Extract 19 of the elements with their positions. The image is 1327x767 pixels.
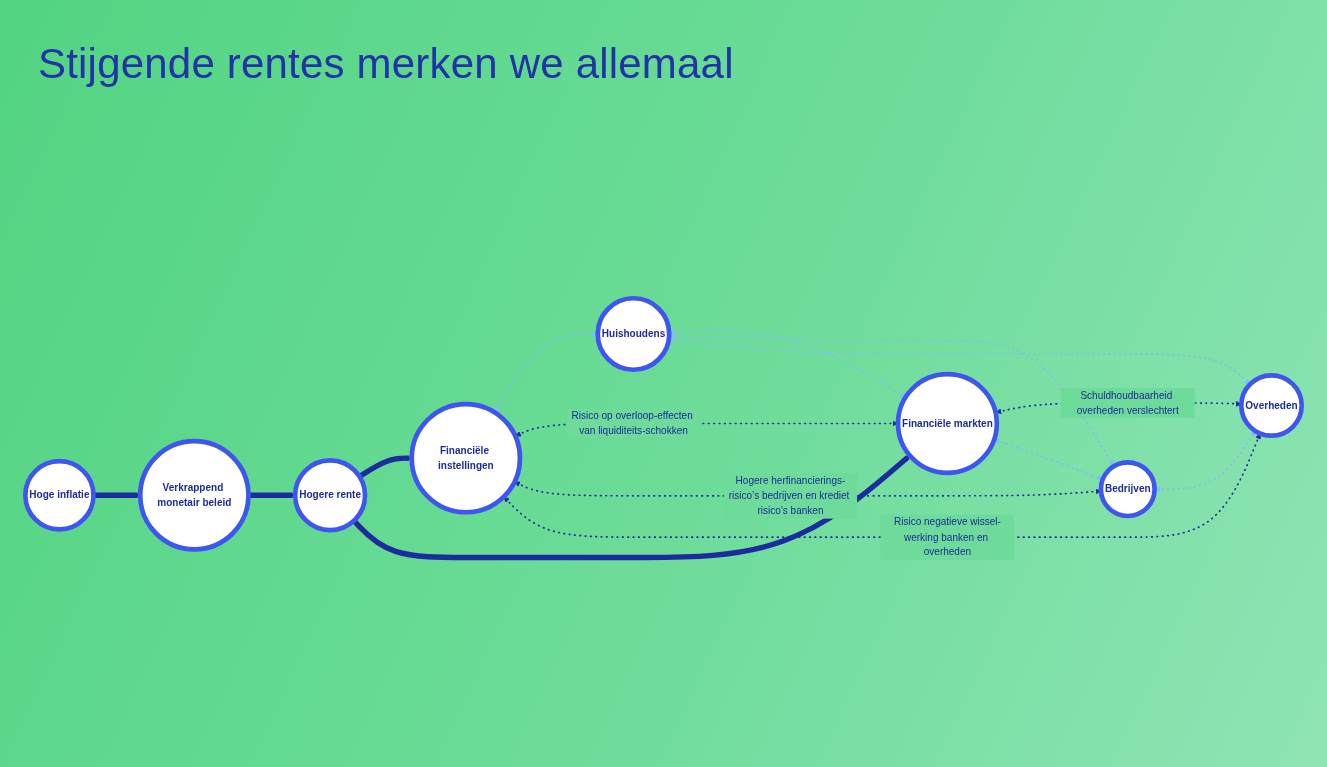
edge-label: Schuldhoudbaarheid overheden verslechtert: [1076, 389, 1179, 416]
node-circle: Financiële instellingen: [409, 401, 523, 515]
arrow: [994, 438, 1103, 481]
arrow: [248, 492, 296, 499]
arrow: [93, 492, 141, 499]
node-circle: Hogere rente: [292, 458, 368, 533]
title: Stijgende rentes merken we allemaal: [38, 40, 734, 88]
node-circle: Hoge inflatie: [23, 458, 96, 532]
arrow: [358, 455, 412, 479]
node-circle: Bedrijven: [1098, 459, 1157, 519]
node-circle: Verkrappend monetair beleid: [137, 438, 251, 552]
edge-label: Hogere herfinancierings-risico’s bedrijven en krediet risico’s banken: [728, 474, 850, 517]
arrow: [352, 455, 911, 561]
edge-label: Risico op overloop-effecten van liquiditeits-schokken: [571, 409, 693, 437]
node-circle: Huishoudens: [595, 295, 672, 373]
node-circle: Overheden: [1238, 373, 1304, 439]
node-circle: Financiële markten: [895, 371, 1000, 476]
arrow: [503, 433, 1261, 539]
edge-label: Risico negatieve wissel-werking banken en overheden: [893, 515, 1001, 558]
